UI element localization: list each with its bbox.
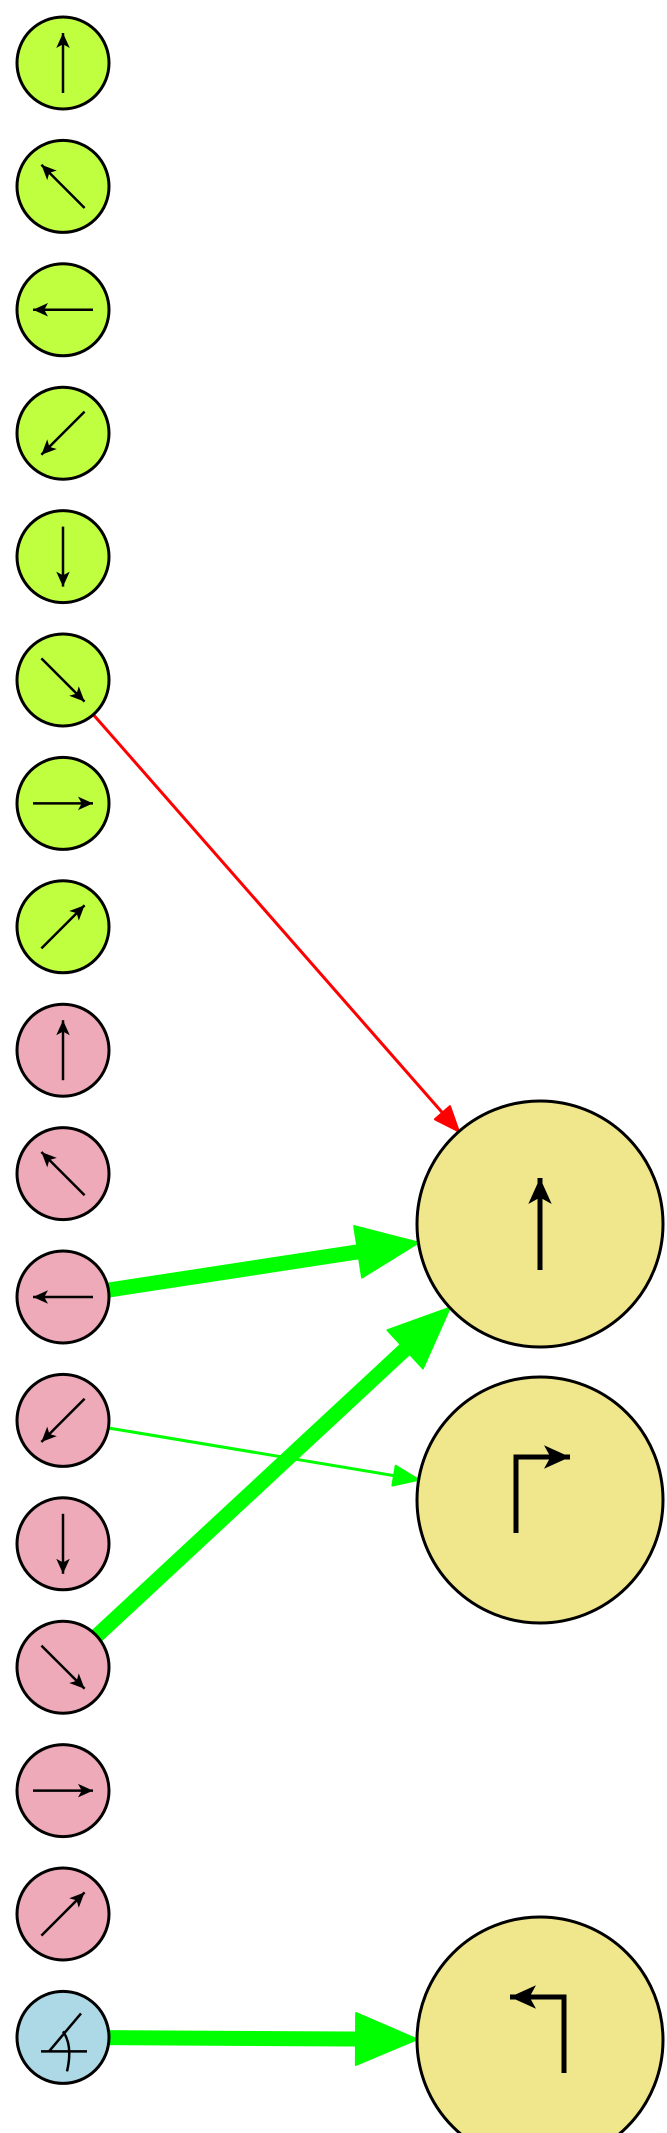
arrow-right-icon <box>33 796 93 811</box>
arrow-up-right-icon <box>40 904 86 950</box>
input-node-g_right <box>15 755 111 851</box>
input-node-g_downleft <box>15 385 111 481</box>
arrow-up-right-icon <box>40 1891 86 1937</box>
input-node-g_upleft <box>15 138 111 234</box>
input-node-g_down <box>15 509 111 605</box>
arrow-down-right-icon <box>40 657 86 703</box>
edge-arrowhead <box>354 2011 419 2066</box>
input-node-p_right <box>15 1743 111 1839</box>
edge-p_downright-to-o_forward <box>91 1306 451 1642</box>
input-node-g_left <box>15 262 111 358</box>
edge-p_downleft-to-o_turn_right <box>108 1426 420 1487</box>
turn-left-icon <box>510 1985 567 2073</box>
output-node-o_turn_left <box>415 1915 665 2133</box>
output-node-o_turn_right <box>415 1375 665 1625</box>
input-node-p_down <box>15 1496 111 1592</box>
input-node-b_angle <box>15 1989 111 2085</box>
input-node-g_up <box>15 15 111 111</box>
input-node-p_upright <box>15 1866 111 1962</box>
edge-arrowhead <box>353 1225 420 1279</box>
edge-p_left-to-o_forward <box>107 1225 420 1298</box>
arrow-up-left-icon <box>40 163 86 209</box>
arrow-up-icon <box>528 1178 552 1270</box>
edge-g_downright-to-o_forward <box>92 713 460 1133</box>
output-node-o_forward <box>415 1099 665 1349</box>
angle-icon <box>41 2012 87 2072</box>
turn-right-icon <box>513 1445 570 1533</box>
input-node-g_upright <box>15 879 111 975</box>
input-node-g_downright <box>15 632 111 728</box>
input-node-p_downleft <box>15 1372 111 1468</box>
arrow-right-icon <box>33 1783 93 1798</box>
arrow-down-right-icon <box>40 1644 86 1690</box>
arrow-up-icon <box>56 1020 70 1081</box>
input-node-p_left <box>15 1249 111 1345</box>
arrow-down-icon <box>56 526 70 587</box>
arrow-down-left-icon <box>40 1397 86 1443</box>
arrow-down-icon <box>56 1513 70 1574</box>
edge-arrowhead <box>391 1464 420 1487</box>
arrow-left-icon <box>33 1290 93 1304</box>
arrow-up-icon <box>56 33 70 93</box>
input-node-p_downright <box>15 1619 111 1715</box>
edge-arrowhead <box>433 1105 460 1133</box>
edges-layer <box>91 713 460 2066</box>
edge-b_angle-to-o_turn_left <box>108 2011 419 2066</box>
input-node-p_upleft <box>15 1126 111 1222</box>
edge-arrowhead <box>386 1306 451 1370</box>
arrow-left-icon <box>33 303 93 317</box>
arrow-up-left-icon <box>40 1151 86 1197</box>
nodes-layer <box>15 15 665 2133</box>
arrow-down-left-icon <box>40 410 86 456</box>
input-node-p_up <box>15 1002 111 1098</box>
